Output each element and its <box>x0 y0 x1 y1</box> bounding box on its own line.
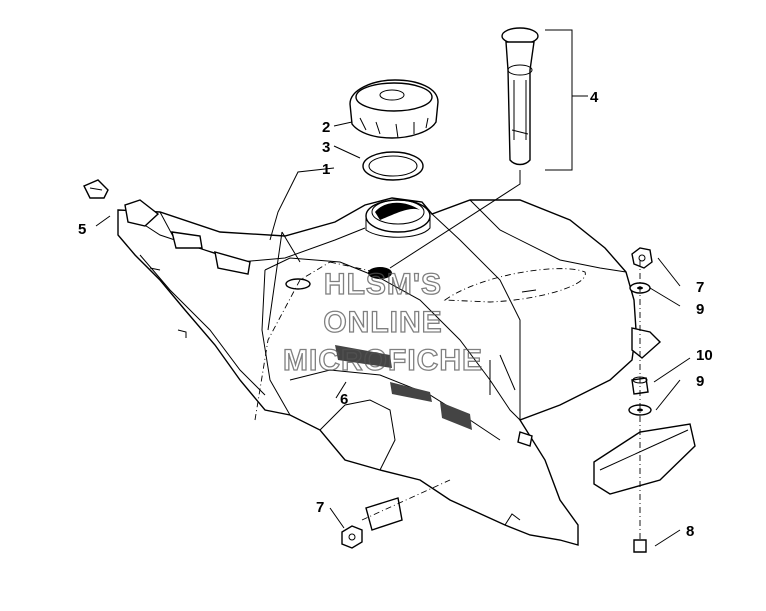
leader-lines <box>95 29 691 547</box>
callout-4: 4 <box>590 89 599 106</box>
mount-nut-lower <box>341 525 363 549</box>
fuel-gauge-sender <box>501 27 539 166</box>
watermark-line-2: ONLINE <box>323 306 442 339</box>
callout-7-upper: 7 <box>696 279 704 296</box>
callout-1: 1 <box>322 161 330 178</box>
mount-pad <box>593 423 696 495</box>
fuel-cap <box>349 79 439 139</box>
gasket <box>362 151 424 181</box>
mount-nut-upper <box>631 247 653 269</box>
watermark-line-3: MICROFICHE <box>283 344 483 377</box>
callout-3: 3 <box>322 139 330 156</box>
fuel-tank <box>117 197 662 546</box>
callout-6: 6 <box>340 391 348 408</box>
watermark-line-1: HLSM'S <box>324 268 442 301</box>
watermark: HLSM'S ONLINE MICROFICHE <box>282 267 483 377</box>
callout-7-lower: 7 <box>316 499 324 516</box>
callout-8: 8 <box>686 523 694 540</box>
callout-9-lower: 9 <box>696 373 704 390</box>
bolt <box>633 260 647 553</box>
callout-9-upper: 9 <box>696 301 704 318</box>
callout-2: 2 <box>322 119 330 136</box>
callouts: 1 2 3 4 5 6 7 7 8 9 9 10 <box>78 89 713 540</box>
grommet <box>361 479 451 531</box>
callout-5: 5 <box>78 221 86 238</box>
clip <box>83 179 109 199</box>
callout-10: 10 <box>696 347 713 364</box>
